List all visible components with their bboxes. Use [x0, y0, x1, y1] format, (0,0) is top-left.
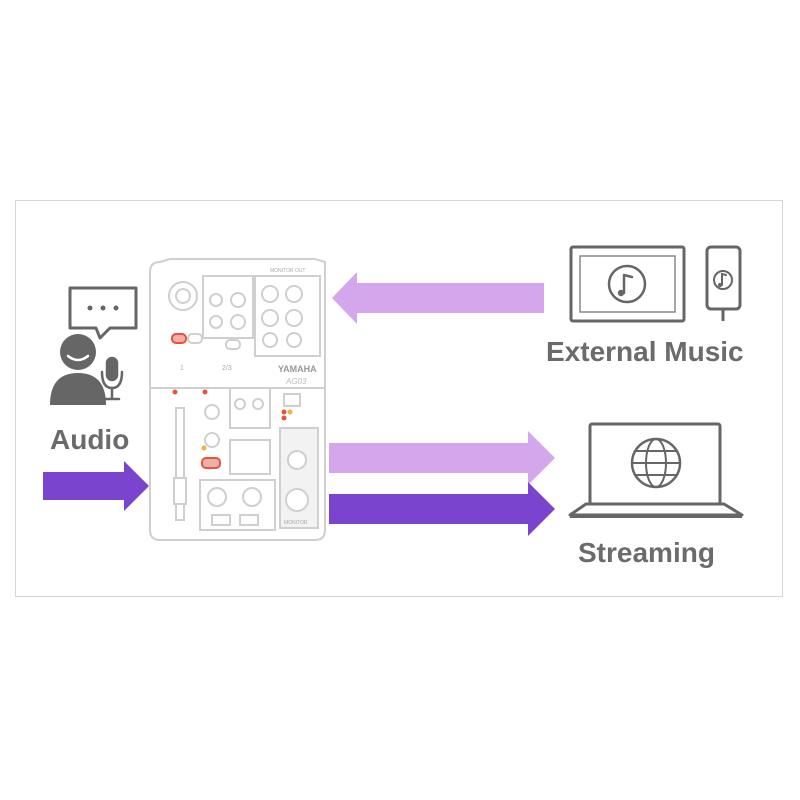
external-music-label: External Music [546, 336, 744, 367]
audio-input-arrow [43, 461, 149, 511]
streaming-audio-arrow [329, 482, 555, 536]
phone-music-icon [705, 245, 742, 321]
external-music-arrow [332, 272, 544, 324]
streaming-label: Streaming [578, 537, 715, 568]
audio-label: Audio [50, 424, 130, 455]
person-speaking-icon [50, 334, 106, 405]
mixer-channel-23-label: 2/3 [222, 365, 232, 372]
microphone-icon [100, 356, 124, 401]
mixer-indicators [172, 389, 293, 451]
laptop-globe-icon [568, 422, 744, 518]
speech-bubble-icon [68, 286, 138, 340]
streaming-music-arrow [329, 431, 555, 485]
tablet-music-icon [569, 245, 686, 323]
mixer-model: AG03 [285, 377, 307, 386]
mixer-device [149, 258, 326, 541]
mixer-monitor-label: MONITOR [284, 520, 308, 526]
mixer-brand: YAMAHA [278, 364, 317, 374]
mixer-channel-1-label: 1 [180, 365, 184, 372]
mixer-monitor-out-label: MONITOR OUT [270, 268, 305, 274]
